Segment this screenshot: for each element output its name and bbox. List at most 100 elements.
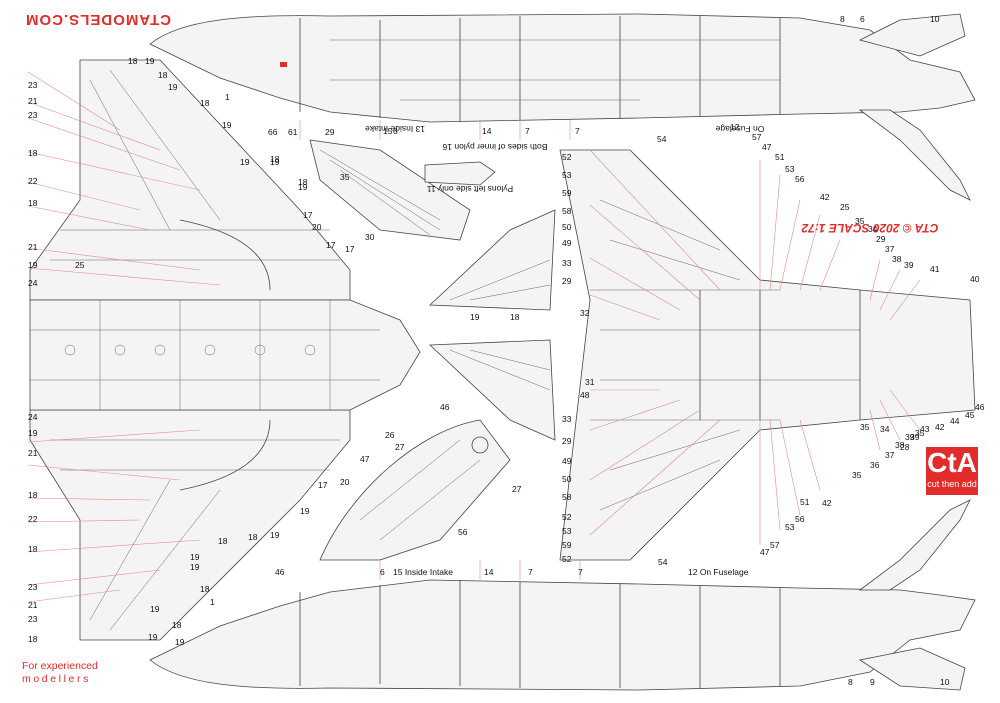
callout-bottom-right-4: 58 bbox=[562, 206, 572, 216]
callout-bottom-right-28: 35 bbox=[852, 470, 862, 480]
note-inside-intake-bottom: 15 Inside Intake bbox=[393, 567, 453, 577]
callout-mid-left-wing-17: 26 bbox=[385, 430, 395, 440]
callout-top-fuselage-25: 6 bbox=[860, 14, 865, 24]
cta-logo-icon: CtA cut then add bbox=[926, 447, 978, 495]
callout-top-fuselage-3: 15 bbox=[383, 126, 393, 136]
callout-top-left-wing-8: 23 bbox=[28, 110, 38, 120]
callout-bottom-right-11: 48 bbox=[580, 390, 590, 400]
callout-bottom-right-9: 32 bbox=[580, 308, 590, 318]
callout-bottom-fuselage-7: 9 bbox=[870, 677, 875, 687]
callout-bottom-right-34: 43 bbox=[920, 424, 930, 434]
logo-mark: CtA bbox=[927, 447, 977, 478]
callout-top-fuselage-22: 41 bbox=[930, 264, 940, 274]
callout-top-fuselage-9: 57 bbox=[752, 132, 762, 142]
callout-bottom-fuselage-14: 18 bbox=[28, 634, 38, 644]
callout-top-left-wing-5: 19 bbox=[222, 120, 232, 130]
note-pylon-inner: Both sides of inner pylon 16 bbox=[442, 142, 547, 152]
callout-bottom-right-41: 34 bbox=[880, 424, 890, 434]
callout-mid-left-wing-8: 19 bbox=[270, 157, 280, 167]
callout-top-left-wing-6: 23 bbox=[28, 80, 38, 90]
callout-top-fuselage-10: 47 bbox=[762, 142, 772, 152]
callout-mid-left-wing-15: 18 bbox=[248, 532, 258, 542]
callout-bottom-right-3: 59 bbox=[562, 188, 572, 198]
callout-top-fuselage-14: 42 bbox=[820, 192, 830, 202]
callout-bottom-fuselage-18: 19 bbox=[148, 632, 158, 642]
callout-bottom-right-21: 54 bbox=[658, 557, 668, 567]
callout-top-fuselage-11: 51 bbox=[775, 152, 785, 162]
callout-bottom-right-22: 56 bbox=[795, 514, 805, 524]
callout-bottom-right-5: 50 bbox=[562, 222, 572, 232]
callout-top-fuselage-20: 38 bbox=[892, 254, 902, 264]
callout-top-fuselage-1: 66 bbox=[268, 127, 278, 137]
callout-bottom-fuselage-0: 46 bbox=[275, 567, 285, 577]
callout-top-fuselage-6: 7 bbox=[525, 126, 530, 136]
callout-bottom-right-32: 39 bbox=[905, 432, 915, 442]
callout-bottom-right-13: 29 bbox=[562, 436, 572, 446]
bottom-fuselage-side-view bbox=[149, 499, 976, 691]
callout-bottom-right-2: 53 bbox=[562, 170, 572, 180]
callout-mid-left-wing-1: 20 bbox=[312, 222, 322, 232]
callout-center-stab-4: 56 bbox=[458, 527, 468, 537]
callout-bottom-fuselage-8: 10 bbox=[940, 677, 950, 687]
callout-bottom-fuselage-1: 1 bbox=[210, 597, 215, 607]
footer-line-1: For experienced bbox=[22, 660, 98, 672]
callout-mid-left-wing-22: 19 bbox=[300, 506, 310, 516]
callout-mid-left-wing-11: 21 bbox=[28, 448, 38, 458]
callout-top-left-wing-2: 19 bbox=[145, 56, 155, 66]
callout-bottom-right-8: 29 bbox=[562, 276, 572, 286]
callout-mid-left-wing-9: 24 bbox=[28, 412, 38, 422]
callout-bottom-fuselage-13: 23 bbox=[28, 614, 38, 624]
callout-bottom-right-25: 53 bbox=[785, 522, 795, 532]
callout-top-left-wing-17: 18 bbox=[270, 154, 280, 164]
callout-bottom-right-35: 42 bbox=[935, 422, 945, 432]
callout-top-left-wing-18: 19 bbox=[298, 182, 308, 192]
callout-bottom-right-42: 35 bbox=[860, 422, 870, 432]
footer-line-2: modellers bbox=[22, 673, 91, 685]
callout-top-left-wing-7: 21 bbox=[28, 96, 38, 106]
leader-lines bbox=[27, 71, 921, 603]
callout-mid-left-wing-4: 29 bbox=[325, 127, 335, 137]
underside-plan-view bbox=[559, 149, 976, 561]
callout-bottom-fuselage-11: 23 bbox=[28, 582, 38, 592]
callout-mid-left-wing-20: 20 bbox=[340, 477, 350, 487]
callout-bottom-fuselage-10: 18 bbox=[200, 584, 210, 594]
callout-bottom-right-40: 39 bbox=[910, 432, 920, 442]
callout-bottom-right-29: 36 bbox=[870, 460, 880, 470]
callout-top-left-wing-4: 18 bbox=[200, 98, 210, 108]
note-pylon-left: Pylons left side only 11 bbox=[427, 184, 514, 194]
callout-bottom-right-23: 57 bbox=[770, 540, 780, 550]
callout-mid-left-wing-18: 27 bbox=[395, 442, 405, 452]
callout-bottom-right-15: 50 bbox=[562, 474, 572, 484]
callout-mid-left-wing-6: 17 bbox=[326, 240, 336, 250]
callout-bottom-fuselage-2: 6 bbox=[380, 567, 385, 577]
callout-top-fuselage-2: 61 bbox=[288, 127, 298, 137]
callout-center-stab-0: 19 bbox=[470, 312, 480, 322]
callout-top-left-wing-12: 21 bbox=[28, 242, 38, 252]
callout-mid-left-wing-10: 19 bbox=[28, 428, 38, 438]
callout-top-fuselage-21: 39 bbox=[904, 260, 914, 270]
callout-center-stab-2: 46 bbox=[440, 402, 450, 412]
callout-mid-left-wing-16: 19 bbox=[270, 530, 280, 540]
footer-note: For experienced modellers bbox=[22, 660, 98, 686]
callout-bottom-right-27: 42 bbox=[822, 498, 832, 508]
callout-bottom-right-31: 38 bbox=[895, 440, 905, 450]
callout-top-fuselage-26: 10 bbox=[930, 14, 940, 24]
callout-bottom-right-14: 49 bbox=[562, 456, 572, 466]
callout-bottom-right-26: 51 bbox=[800, 497, 810, 507]
callout-bottom-right-39: 28 bbox=[900, 442, 910, 452]
callout-bottom-right-24: 47 bbox=[760, 547, 770, 557]
callout-mid-left-wing-2: 17 bbox=[345, 244, 355, 254]
callout-center-stab-1: 18 bbox=[510, 312, 520, 322]
upper-left-wing bbox=[29, 59, 351, 301]
callout-bottom-right-17: 52 bbox=[562, 512, 572, 522]
callout-bottom-fuselage-16: 18 bbox=[172, 620, 182, 630]
callout-mid-left-wing-14: 18 bbox=[28, 544, 38, 554]
callout-bottom-right-1: 52 bbox=[562, 152, 572, 162]
callout-mid-left-wing-13: 22 bbox=[28, 514, 38, 524]
callout-top-left-wing-11: 18 bbox=[28, 198, 38, 208]
callout-mid-left-wing-3: 30 bbox=[365, 232, 375, 242]
callout-mid-left-wing-7: 18 bbox=[298, 177, 308, 187]
callout-bottom-right-10: 31 bbox=[585, 377, 595, 387]
